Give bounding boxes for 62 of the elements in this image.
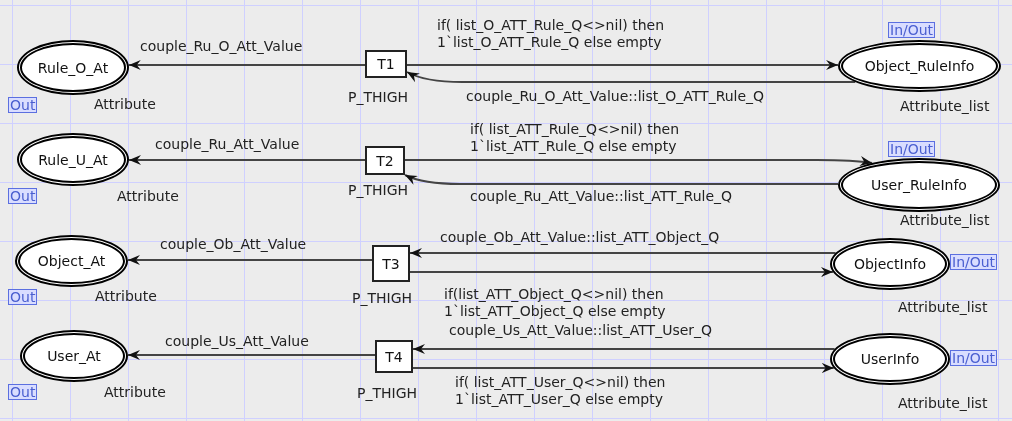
arc-arrow: [412, 344, 836, 354]
priority-label: P_THIGH: [348, 182, 409, 198]
port-tag: In/Out: [950, 254, 998, 270]
priority-label: P_THIGH: [352, 290, 413, 306]
transition-box: [372, 245, 410, 282]
place-name: UserInfo: [860, 351, 920, 367]
place-ellipse: [20, 330, 128, 382]
arc-arrow: [127, 60, 366, 70]
place-ellipse: [17, 133, 129, 186]
colour-set-label: Attribute: [104, 384, 166, 400]
port-tag: In/Out: [888, 22, 936, 38]
port-tag: In/Out: [888, 141, 936, 157]
place-name: ObjectInfo: [853, 256, 927, 272]
place-ellipse: [838, 40, 1001, 92]
arc-inscription: couple_Us_Att_Value: [165, 333, 309, 350]
place-name: Rule_O_At: [37, 59, 109, 76]
transition-name: T3: [382, 255, 400, 272]
transition-box: [375, 340, 413, 373]
place-name: Object_RuleInfo: [864, 58, 975, 74]
colour-set-label: Attribute_list: [898, 395, 988, 411]
arc-arrow: [404, 174, 840, 185]
arc-arrow: [128, 155, 366, 165]
transition-name: T1: [377, 56, 395, 72]
place-name: User_RuleInfo: [871, 177, 967, 193]
arc-arrow: [126, 350, 376, 360]
place-name: User_At: [47, 348, 101, 364]
arc-arrow: [126, 255, 373, 265]
port-tag: Out: [8, 384, 38, 400]
colour-set-label: Attribute_list: [900, 212, 990, 228]
colour-set-label: Attribute_list: [898, 299, 988, 315]
transition-name: T4: [385, 348, 403, 365]
arc-inscription: couple_Ob_Att_Value: [160, 236, 307, 253]
place-ellipse: [838, 158, 1000, 212]
place-ellipse: [17, 40, 129, 95]
transition-box: [365, 146, 405, 175]
colour-set-label: Attribute: [94, 96, 156, 112]
arc-inscription: couple_Ob_Att_Value::list_ATT_Object_Q: [440, 229, 720, 246]
place-name: Object_At: [37, 253, 106, 269]
transition-name: T2: [376, 152, 394, 169]
place-name: Rule_U_At: [38, 151, 108, 168]
port-tag: In/Out: [950, 350, 998, 366]
arc-arrow: [409, 267, 834, 277]
arc-arrow: [406, 60, 840, 70]
arc-inscription: if( list_ATT_Rule_Q<>nil) then 1`list_ATT_Rule_Q else empty: [470, 121, 680, 155]
arc-inscription: couple_Ru_O_Att_Value: [140, 38, 303, 55]
colour-set-label: Attribute: [117, 188, 179, 204]
colour-set-label: Attribute: [95, 288, 157, 304]
priority-label: P_THIGH: [357, 385, 418, 401]
arc-inscription: couple_Ru_Att_Value::list_ATT_Rule_Q: [470, 188, 733, 205]
priority-label: P_THIGH: [348, 89, 409, 105]
port-tag: Out: [8, 289, 38, 305]
arc-inscription: couple_Ru_O_Att_Value::list_O_ATT_Rule_Q: [466, 88, 765, 105]
arc-inscription: couple_Ru_Att_Value: [155, 136, 300, 153]
transition-box: [365, 50, 407, 78]
arc-inscription: couple_Us_Att_Value::list_ATT_User_Q: [449, 322, 713, 339]
colour-set-label: Attribute_list: [900, 98, 990, 114]
arc-arrow: [406, 71, 857, 83]
arc-inscription: if( list_O_ATT_Rule_Q<>nil) then 1`list_O_ATT_Rule_Q else empty: [437, 17, 666, 51]
place-ellipse: [15, 235, 128, 287]
arc-inscription: if( list_ATT_User_Q<>nil) then 1`list_ATT_User_Q else empty: [455, 374, 667, 408]
port-tag: Out: [8, 188, 38, 204]
port-tag: Out: [8, 97, 38, 113]
